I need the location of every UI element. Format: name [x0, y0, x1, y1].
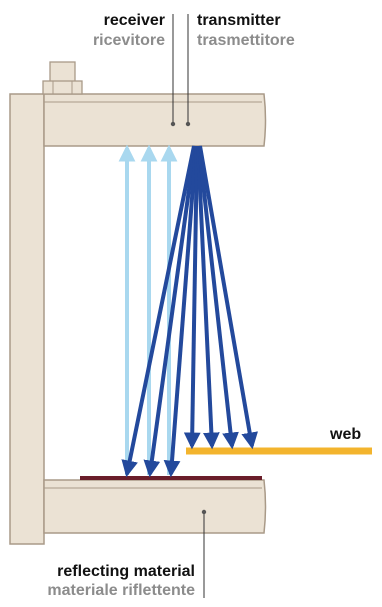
web-label: web	[330, 426, 362, 443]
frame-column	[9, 93, 45, 545]
emitted-beam	[121, 145, 196, 478]
emitted-beam	[163, 145, 198, 478]
receiver-point	[170, 121, 176, 127]
connector-nut-icon	[42, 61, 83, 95]
emitted-beam	[197, 145, 239, 450]
emitted-beams	[121, 145, 258, 478]
transmitter-point	[185, 121, 191, 127]
emitted-beam	[198, 145, 258, 450]
transmitter-label-italian: trasmettitore	[197, 32, 295, 49]
received-beams	[118, 144, 178, 475]
reflecting-material-label: reflecting material	[57, 563, 195, 580]
transmitter-label: transmitter	[197, 12, 281, 29]
lower-arm	[43, 479, 267, 534]
receiver-label: receiver	[103, 12, 165, 29]
emitted-beam	[196, 145, 220, 450]
reflector-point	[201, 509, 207, 515]
reflecting-material-label-italian: materiale riflettente	[47, 582, 195, 599]
receiver-label-italian: ricevitore	[92, 32, 165, 49]
emitted-beam	[183, 145, 201, 450]
reflecting-material-strip	[80, 476, 262, 480]
sensor-head	[43, 93, 267, 147]
emitted-beam	[143, 145, 197, 478]
